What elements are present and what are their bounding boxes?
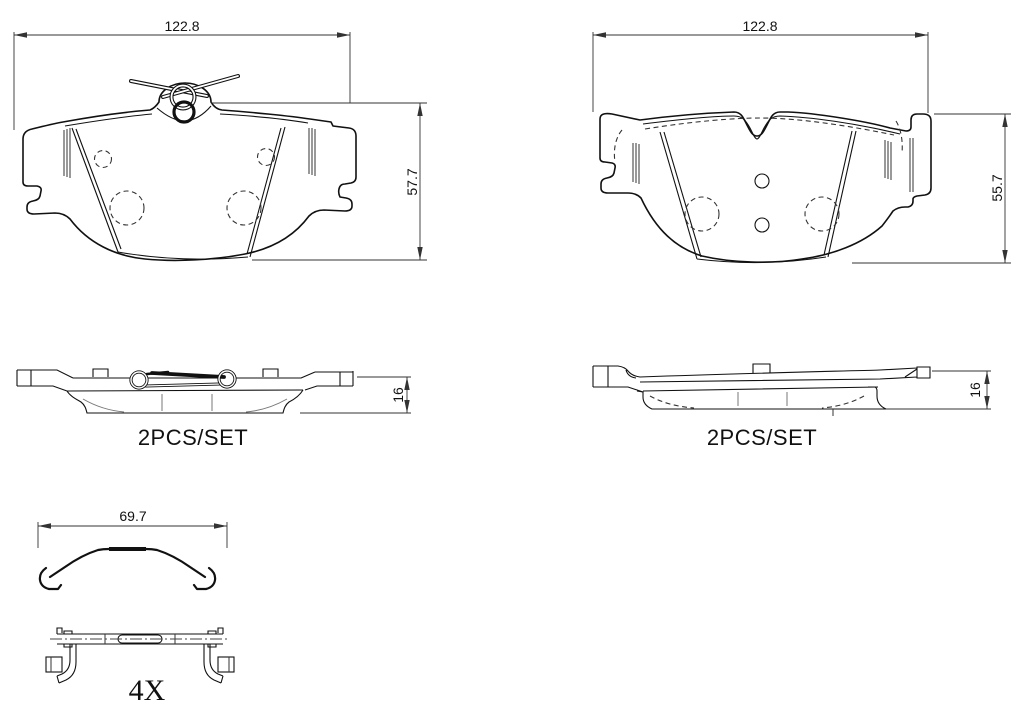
dimension-height-pad-left: 57.7 [211,102,427,261]
spring-clip-view: 69.7 [37,508,228,591]
clip-right-leg [203,644,224,684]
spring-clip-wire [38,547,217,591]
dimension-width-spring-clip: 69.7 [37,508,228,548]
pad-top-right-view: 16 2PCS/SET [592,363,991,450]
friction-body-side [66,389,304,414]
set-quantity-caption: 2PCS/SET [138,425,248,450]
backplate-inner-edge [642,115,901,140]
pad-top-left-view: 16 2PCS/SET [16,368,411,450]
hidden-edge-right-ear [895,120,903,154]
hidden-feature-circles [684,196,840,232]
dimension-thickness-right: 16 [886,370,991,410]
dimension-width-pad-left: 122.8 [13,18,351,130]
friction-hidden-top-edge [644,117,895,136]
clip-left-foot [45,656,63,673]
dimension-thickness-left: 16 [300,376,411,414]
backplate-edge-view [16,368,354,392]
clip-right-foot [217,656,235,673]
through-holes [754,173,770,233]
dim-height-label: 57.7 [404,168,420,195]
clip-left-leg [56,644,77,684]
hidden-feature-circles [93,147,276,226]
chamfer-corner-arcs [649,395,865,409]
retaining-spring-top-view [129,369,237,390]
dim-thickness-label: 16 [390,387,406,403]
dim-width-label: 69.7 [119,508,146,524]
wear-indicator-spring [129,74,240,124]
dimension-width-pad-right: 122.8 [592,18,929,113]
dimension-height-pad-right: 55.7 [852,113,1011,264]
set-quantity-caption: 2PCS/SET [707,425,817,450]
abutment-wear-marks [632,138,914,192]
pad-rear-left-view: 122.8 57.7 [13,18,427,262]
segment-ticks [737,392,788,406]
friction-body-side [636,386,887,410]
abutment-clip-view: 4X [45,627,235,707]
clip-rail [56,627,224,648]
abutment-wear-marks [63,128,316,178]
hidden-edge-left-ear [613,129,623,163]
dim-height-label: 55.7 [989,174,1005,201]
dim-width-label: 122.8 [164,18,199,34]
dim-width-label: 122.8 [742,18,777,34]
spring-pin-hole [172,100,196,124]
backplate-outline [22,82,357,262]
pad-rear-right-view: 122.8 55.7 [592,18,1011,264]
backplate-inner-edge [64,113,309,127]
backplate-edge-view [592,363,931,393]
friction-material-edges [659,130,857,264]
friction-material-edges [71,126,286,260]
chamfer-corner-arcs [82,394,288,413]
dim-thickness-label: 16 [967,382,983,398]
clip-quantity-label: 4X [129,674,166,707]
